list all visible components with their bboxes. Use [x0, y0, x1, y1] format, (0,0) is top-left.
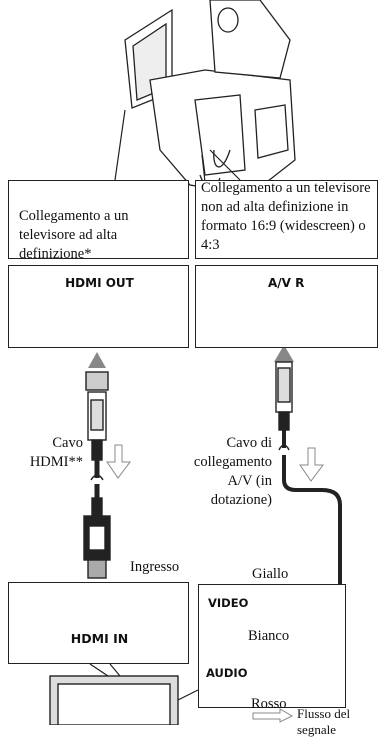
hd-connection-box: Collegamento a un televisore ad alta def…: [8, 180, 189, 262]
signal-flow-legend-arrow: [252, 708, 294, 723]
hdmi-in-box: HDMI IN: [8, 582, 189, 664]
signal-flow-arrow-right: [299, 447, 324, 482]
av-r-label: A/V R: [268, 276, 305, 290]
hdmi-in-label: HDMI IN: [70, 631, 129, 646]
sd-connection-box: Collegamento a un televisore non ad alta…: [195, 180, 378, 259]
video-label: VIDEO: [208, 596, 249, 610]
tv-illustration: [49, 675, 179, 725]
hdmi-cable: [83, 352, 111, 579]
av-r-box: A/V R: [195, 265, 378, 348]
av-cable-label-line3: A/V (in: [227, 473, 272, 489]
hdmi-out-label: HDMI OUT: [65, 276, 134, 290]
hdmi-out-box: HDMI OUT: [8, 265, 189, 348]
audio-label: AUDIO: [206, 666, 248, 680]
red-label: Rosso: [251, 696, 287, 712]
camcorder-illustration: [124, 0, 296, 196]
input-label: Ingresso: [130, 559, 180, 575]
hdmi-cable-label-line2: HDMI**: [29, 454, 83, 470]
av-cable-label-line2: collegamento: [193, 454, 272, 470]
av-cable-label: Cavo di collegamento A/V (in dotazione): [180, 434, 272, 510]
rca-box: [198, 584, 346, 708]
hdmi-cable-label-line1: Cavo: [52, 435, 83, 451]
signal-flow-legend: Flusso del segnale: [297, 706, 351, 737]
av-cable-label-line1: Cavo di: [226, 435, 272, 451]
av-cable-label-line4: dotazione): [210, 492, 272, 508]
signal-flow-arrow-left: [106, 444, 131, 479]
hd-connection-title: Collegamento a un televisore ad alta def…: [19, 208, 129, 262]
yellow-label: Giallo: [252, 566, 289, 582]
sd-connection-title: Collegamento a un televisore non ad alta…: [201, 180, 371, 253]
hdmi-cable-label: Cavo HDMI**: [15, 434, 83, 472]
white-label: Bianco: [248, 628, 290, 644]
